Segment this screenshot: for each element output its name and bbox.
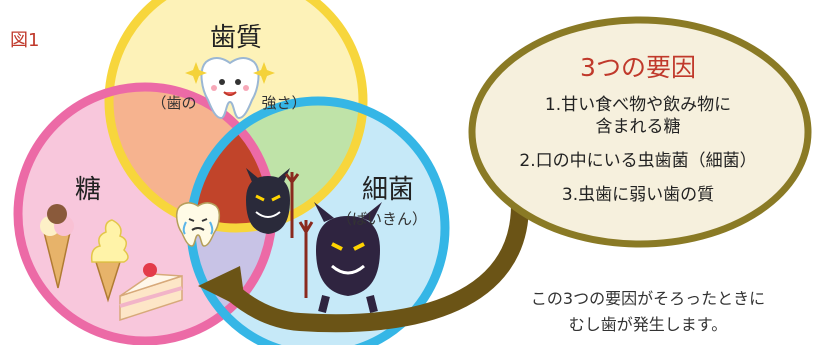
- factors-title: 3つの要因: [580, 53, 696, 82]
- large-devil-icon: [298, 202, 382, 313]
- factor-3: 3.虫歯に弱い歯の質: [562, 185, 714, 205]
- factor-2: 2.口の中にいる虫歯菌（細菌）: [519, 151, 756, 171]
- caption-line-1: この3つの要因がそろったときに: [531, 289, 765, 308]
- overlap-center: [191, 101, 272, 228]
- enamel-circle-outline: [104, 0, 368, 233]
- arrow-head: [198, 266, 246, 310]
- enamel-label: 歯質: [210, 23, 262, 53]
- ice-cream-icon: [40, 204, 74, 289]
- soft-serve-icon: [90, 219, 129, 303]
- cake-icon: [119, 263, 183, 322]
- enamel-sublabel-right: 強さ）: [261, 94, 306, 112]
- caption-line-2: むし歯が発生します。: [569, 315, 727, 334]
- tooth-icon: [200, 57, 260, 120]
- factors-bubble: [468, 16, 812, 248]
- bacteria-sublabel: （ばいきん）: [337, 210, 427, 228]
- factor-1-line-1: 1.甘い食べ物や飲み物に: [545, 95, 731, 115]
- factor-1-line-2: 含まれる糖: [596, 117, 681, 137]
- figure-label: 図1: [10, 30, 39, 51]
- curved-arrow: [223, 196, 529, 333]
- bacteria-label: 細菌: [362, 175, 414, 205]
- sugar-label: 糖: [75, 175, 101, 205]
- sparkle-icon: [185, 62, 275, 84]
- crying-tooth-icon: [175, 202, 221, 247]
- small-devil-icon: [246, 168, 300, 238]
- enamel-sublabel-left: （歯の: [151, 94, 196, 112]
